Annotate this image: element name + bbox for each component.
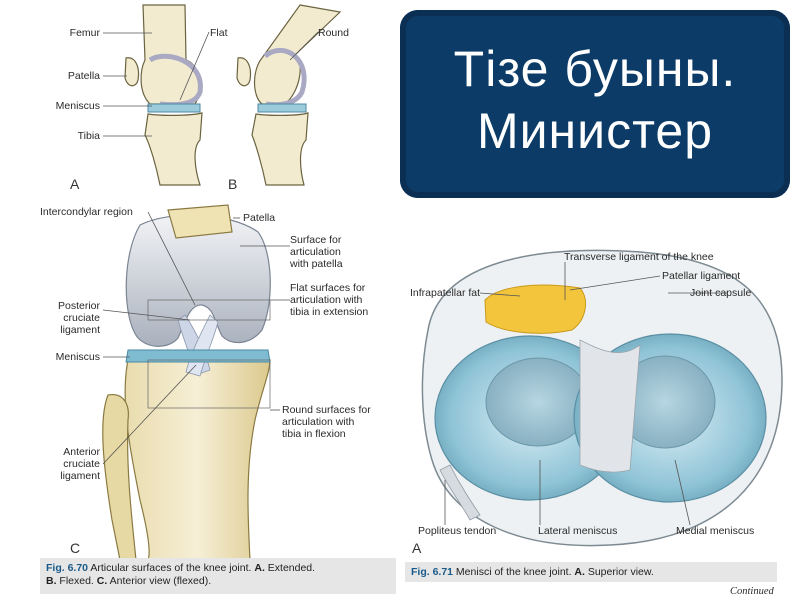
label-flat-surfaces: Flat surfaces for articulation with tibi…	[290, 282, 368, 318]
label-tibia: Tibia	[40, 130, 100, 142]
label-meniscus-c: Meniscus	[20, 351, 100, 363]
caption-fig-6-71: Fig. 6.71 Menisci of the knee joint. A. …	[405, 562, 777, 582]
label-infrapatellar-fat: Infrapatellar fat	[410, 287, 480, 299]
label-medial-meniscus: Medial meniscus	[676, 525, 754, 537]
label-meniscus-ab: Meniscus	[40, 100, 100, 112]
lateral-plateau	[486, 358, 590, 446]
panel-c-anterior-view	[103, 205, 271, 560]
panel-letter-b: B	[228, 176, 237, 192]
label-anterior-cruciate-ligament: Anterior cruciate ligament	[20, 446, 100, 482]
tibia-b	[252, 113, 308, 185]
panel-letter-c: C	[70, 540, 80, 556]
label-flat: Flat	[210, 27, 228, 39]
label-round: Round	[318, 27, 349, 39]
panel-a-knee-extended	[125, 5, 202, 185]
label-posterior-cruciate-ligament: Posterior cruciate ligament	[20, 300, 100, 336]
label-round-surfaces: Round surfaces for articulation with tib…	[282, 404, 371, 440]
patella-a	[125, 58, 139, 86]
patella-b	[237, 58, 251, 86]
label-intercondylar-region: Intercondylar region	[40, 206, 133, 218]
panel-letter-a: A	[70, 176, 79, 192]
intercondylar-ligaments	[580, 340, 640, 472]
meniscus-b	[258, 104, 306, 112]
meniscus-a	[148, 104, 200, 112]
label-continued: Continued	[730, 586, 774, 598]
label-joint-capsule: Joint capsule	[690, 287, 751, 299]
label-transverse-ligament: Transverse ligament of the knee	[564, 251, 714, 263]
caption-fig-6-70: Fig. 6.70 Articular surfaces of the knee…	[40, 558, 396, 594]
tibia-c	[125, 360, 270, 560]
label-lateral-meniscus: Lateral meniscus	[538, 525, 617, 537]
label-surface-patella: Surface for articulation with patella	[290, 234, 343, 270]
label-popliteus-tendon: Popliteus tendon	[418, 525, 496, 537]
label-patellar-ligament: Patellar ligament	[662, 270, 740, 282]
patella-c	[168, 205, 232, 238]
label-patella-c: Patella	[243, 212, 275, 224]
infrapatellar-fat-shape	[485, 285, 586, 333]
label-femur: Femur	[40, 27, 100, 39]
tibia-a	[145, 113, 202, 185]
panel-letter-a-671: A	[412, 540, 421, 556]
label-patella-ab: Patella	[40, 70, 100, 82]
